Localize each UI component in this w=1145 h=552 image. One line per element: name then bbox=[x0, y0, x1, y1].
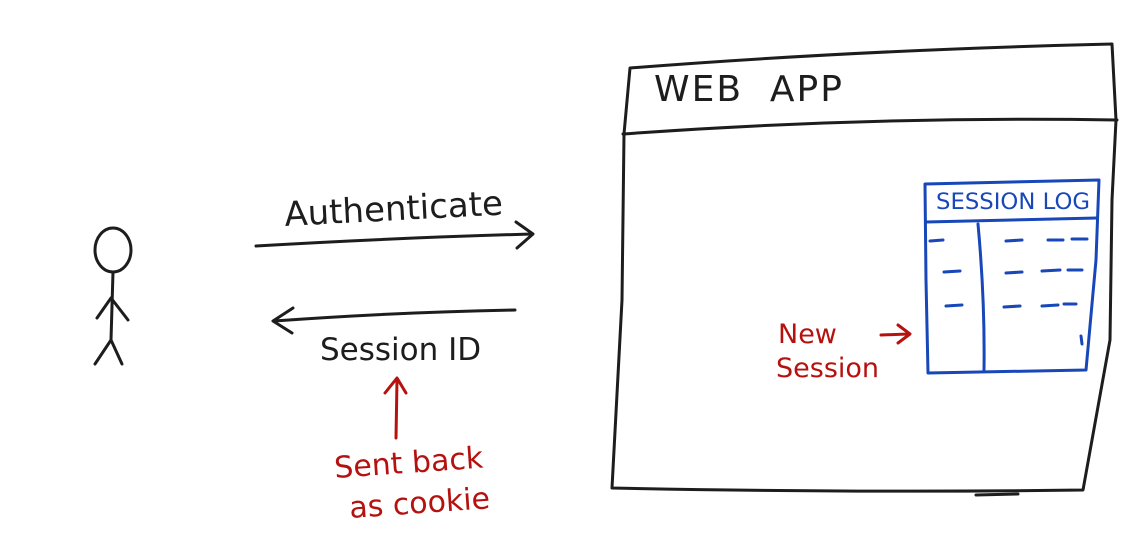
session-id-arrow-head bbox=[271, 306, 295, 335]
log-row-3-val-a bbox=[1002, 304, 1022, 309]
session-log-border bbox=[923, 178, 1101, 375]
authenticate-arrow-line bbox=[254, 232, 534, 248]
session-id-arrow-group: Session ID bbox=[271, 306, 517, 368]
authenticate-arrow-group: Authenticate bbox=[254, 184, 535, 250]
log-row-2-val-a bbox=[1004, 270, 1024, 275]
user-figure bbox=[93, 226, 133, 366]
sent-back-text: Sent back bbox=[333, 441, 485, 486]
log-row-1-id bbox=[928, 238, 945, 243]
user-arms bbox=[95, 296, 130, 322]
authenticate-arrow-head bbox=[514, 220, 535, 250]
user-body bbox=[109, 270, 115, 342]
log-row-2-id bbox=[942, 269, 962, 274]
log-row-4-tick bbox=[1079, 334, 1084, 346]
log-row-3-val-b bbox=[1040, 302, 1078, 308]
log-row-3-id bbox=[944, 303, 964, 308]
log-row-1-val-a bbox=[1004, 238, 1024, 243]
session-id-label: Session ID bbox=[320, 332, 481, 368]
web-app-frame bbox=[610, 42, 1118, 493]
authenticate-label: Authenticate bbox=[283, 184, 504, 235]
web-app-title-divider bbox=[621, 117, 1119, 136]
web-app-title: WEB APP bbox=[654, 69, 844, 110]
user-legs bbox=[93, 338, 124, 366]
new-session-arrow-head bbox=[896, 323, 912, 345]
session-log-header-divider bbox=[924, 216, 1099, 224]
web-app-window: WEB APP bbox=[610, 42, 1119, 497]
session-log-table: SESSION LOG bbox=[923, 178, 1101, 375]
session-log-rows bbox=[928, 237, 1089, 346]
new-session-annotation: New Session bbox=[776, 319, 912, 384]
new-session-line1: New bbox=[778, 319, 837, 350]
log-row-1-val-b bbox=[1046, 237, 1089, 242]
log-row-2-val-b bbox=[1040, 268, 1084, 273]
session-log-title: SESSION LOG bbox=[936, 190, 1090, 215]
cookie-annotation: Sent back as cookie bbox=[333, 376, 491, 526]
new-session-arrow-line bbox=[879, 332, 910, 337]
session-log-column-divider bbox=[976, 222, 986, 372]
cookie-arrow-head bbox=[383, 376, 408, 395]
as-cookie-text: as cookie bbox=[348, 481, 491, 526]
web-app-bottom-tick bbox=[974, 492, 1020, 497]
cookie-arrow-line bbox=[394, 378, 399, 440]
session-id-arrow-line bbox=[272, 308, 517, 323]
user-head bbox=[93, 226, 133, 274]
new-session-line2: Session bbox=[776, 353, 879, 384]
